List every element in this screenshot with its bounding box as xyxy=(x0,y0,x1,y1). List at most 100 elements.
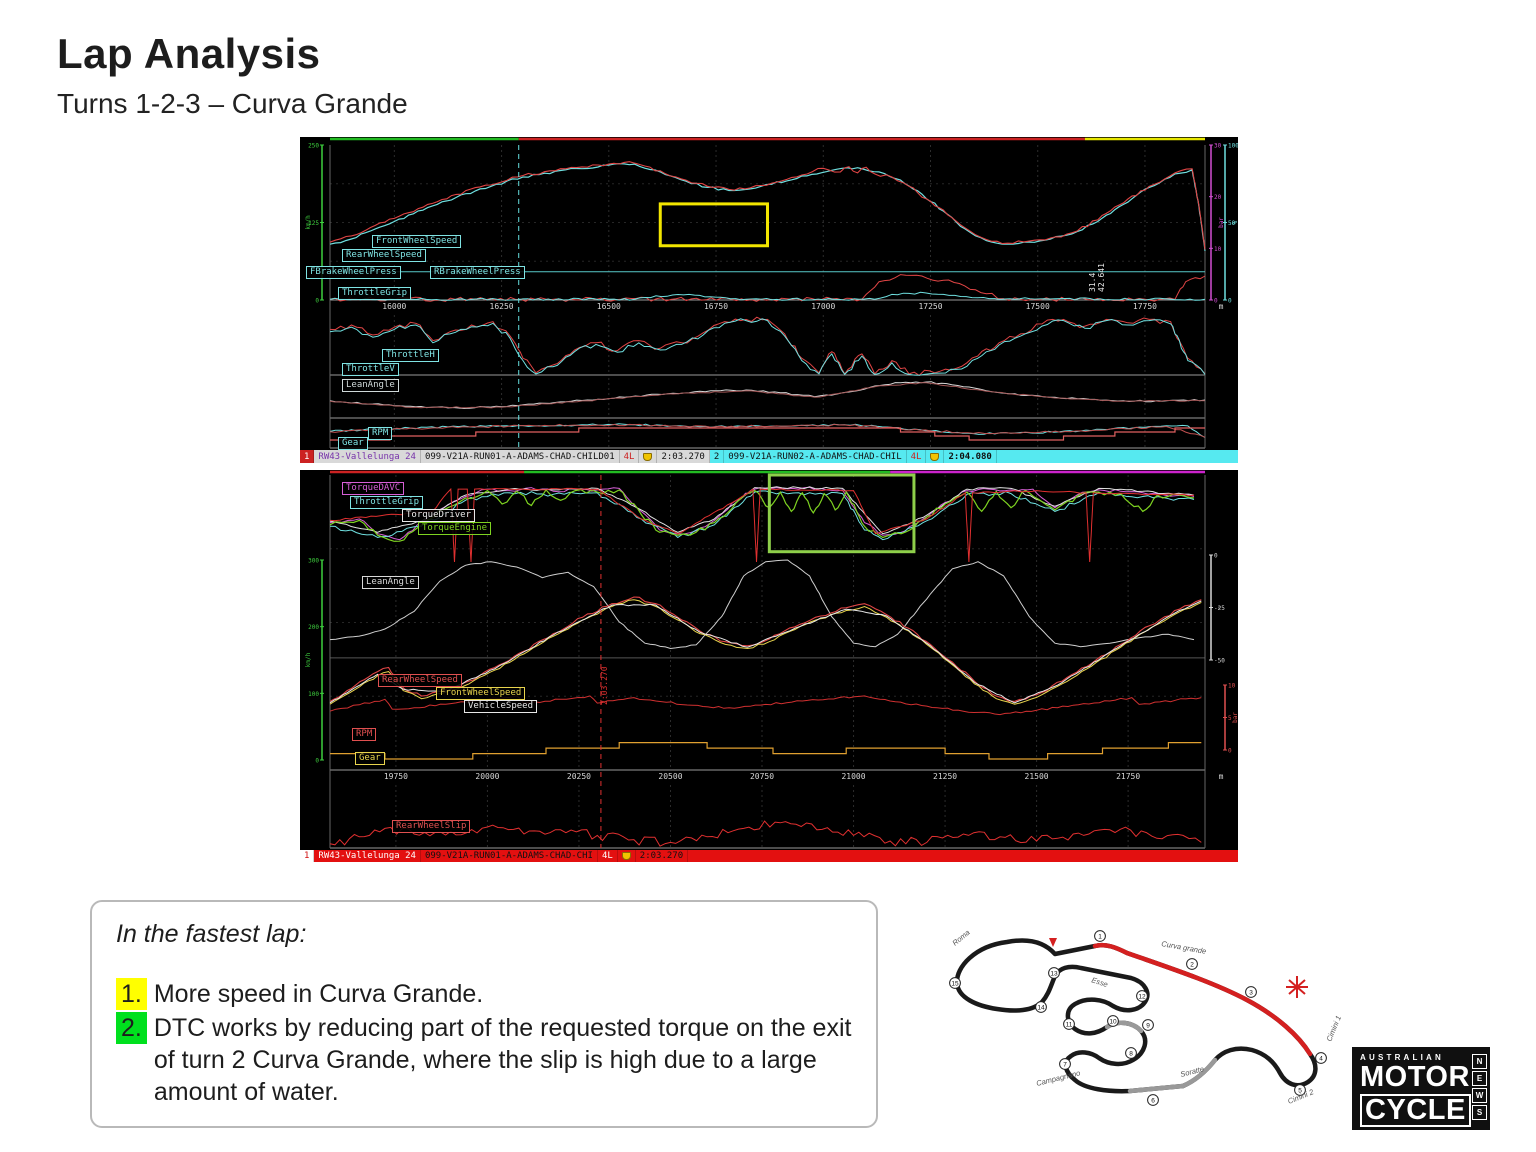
svg-text:m: m xyxy=(1219,302,1224,311)
turn-marker-2 xyxy=(1186,958,1198,970)
svg-text:0: 0 xyxy=(1214,553,1218,560)
track-highlight-turns-1-2-3 xyxy=(1092,942,1313,1057)
svg-text:300: 300 xyxy=(308,558,319,565)
channel-label-fbrakewheelpress: FBrakeWheelPress xyxy=(306,266,401,279)
channel-label-rearwheelspeed: RearWheelSpeed xyxy=(378,674,462,687)
svg-text:15: 15 xyxy=(951,980,959,987)
svg-text:17500: 17500 xyxy=(1026,302,1050,311)
channel-label-throttleh: ThrottleH xyxy=(382,349,439,362)
svg-text:100: 100 xyxy=(308,691,319,698)
start-finish-marker xyxy=(1049,938,1057,947)
status-cell: 099-V21A-RUN01-A-ADAMS-CHAD-CHILD01 xyxy=(421,450,620,463)
trophy-icon xyxy=(930,452,940,461)
svg-text:250: 250 xyxy=(308,143,319,150)
svg-text:16750: 16750 xyxy=(704,302,728,311)
panel-top-canvas: 16000 16250 16500 16750 17000 17250 17500 17750… xyxy=(300,137,1239,463)
svg-text:3: 3 xyxy=(1249,989,1253,996)
turn-marker-4 xyxy=(1315,1052,1327,1064)
svg-text:km/h: km/h xyxy=(305,215,312,230)
svg-text:-25: -25 xyxy=(1214,605,1225,612)
svg-text:-50: -50 xyxy=(1214,658,1225,665)
channel-label-torqueengine: TorqueEngine xyxy=(418,522,492,535)
notes-intro: In the fastest lap: xyxy=(116,920,307,948)
logo-word-motor: MOTOR xyxy=(1360,1061,1470,1093)
svg-text:17000: 17000 xyxy=(811,302,835,311)
channel-label-rearwheelspeed: RearWheelSpeed xyxy=(342,249,426,262)
turn-marker-13 xyxy=(1048,967,1060,979)
status-cell: 1 xyxy=(300,450,315,463)
channel-label-rpm: RPM xyxy=(352,728,377,741)
svg-text:19750: 19750 xyxy=(384,772,408,781)
svg-text:m: m xyxy=(1219,772,1224,781)
channel-label-rbrakewheelpress: RBrakeWheelPress xyxy=(430,266,525,279)
note-item-2: 2. DTC works by reducing part of the req… xyxy=(116,1012,852,1108)
status-cell: 2:04.080 xyxy=(944,450,997,463)
svg-text:20: 20 xyxy=(1214,194,1222,201)
turn-marker-3 xyxy=(1245,986,1257,998)
svg-text:9: 9 xyxy=(1146,1022,1150,1029)
track-gray-section-1 xyxy=(1127,1057,1218,1094)
svg-text:12: 12 xyxy=(1138,993,1146,1000)
turn-marker-9 xyxy=(1142,1019,1154,1031)
channel-label-throttlegrip: ThrottleGrip xyxy=(338,287,412,300)
svg-text:16250: 16250 xyxy=(490,302,514,311)
channel-label-throttlev: ThrottleV xyxy=(342,363,399,376)
note-text-1: More speed in Curva Grande. xyxy=(153,980,484,1008)
channel-label-frontwheelspeed: FrontWheelSpeed xyxy=(436,687,526,700)
status-cell xyxy=(639,450,658,463)
svg-text:°: ° xyxy=(1218,606,1225,610)
status-cell: 2:03.270 xyxy=(657,450,710,463)
svg-text:0: 0 xyxy=(1228,748,1232,755)
corner-name: Curva grande xyxy=(1161,939,1207,956)
channel-label-gear: Gear xyxy=(355,752,385,765)
svg-text:16500: 16500 xyxy=(597,302,621,311)
logo-news-letter: N xyxy=(1472,1054,1487,1069)
svg-text:2:03.270: 2:03.270 xyxy=(600,666,609,705)
highlight-box xyxy=(767,473,916,554)
channel-label-throttlegrip: ThrottleGrip xyxy=(350,496,424,509)
status-cell xyxy=(688,850,1238,862)
turn-marker-10 xyxy=(1107,1015,1119,1027)
svg-text:31.4: 31.4 xyxy=(1088,273,1097,292)
svg-text:20500: 20500 xyxy=(658,772,682,781)
svg-text:20750: 20750 xyxy=(750,772,774,781)
svg-text:0: 0 xyxy=(1228,298,1232,305)
turn-marker-15 xyxy=(949,977,961,989)
svg-text:17250: 17250 xyxy=(918,302,942,311)
svg-text:21250: 21250 xyxy=(933,772,957,781)
turn-marker-8 xyxy=(1125,1047,1137,1059)
telemetry-panel-top: 16000 16250 16500 16750 17000 17250 17500 17750… xyxy=(300,137,1239,463)
svg-text:21750: 21750 xyxy=(1116,772,1140,781)
status-cell: 099-V21A-RUN01-A-ADAMS-CHAD-CHI xyxy=(421,850,598,862)
channel-label-gear: Gear xyxy=(338,437,368,450)
note-number-1: 1. xyxy=(116,978,147,1010)
track-outline xyxy=(954,938,1318,1094)
svg-text:8: 8 xyxy=(1129,1050,1133,1057)
status-cell xyxy=(926,450,945,463)
svg-text:20250: 20250 xyxy=(567,772,591,781)
status-cell: 2:03.270 xyxy=(636,850,689,862)
channel-label-torquedavc: TorqueDAVC xyxy=(342,482,405,495)
corner-name: Esse xyxy=(1090,975,1109,989)
svg-text:100: 100 xyxy=(1228,143,1238,150)
notes-box: In the fastest lap: 1. More speed in Cur… xyxy=(90,900,878,1128)
channel-label-rpm: RPM xyxy=(368,427,393,440)
svg-text:17750: 17750 xyxy=(1133,302,1157,311)
turn-marker-1 xyxy=(1094,930,1106,942)
svg-text:7: 7 xyxy=(1063,1061,1067,1068)
svg-text:16000: 16000 xyxy=(382,302,406,311)
svg-text:5: 5 xyxy=(1298,1087,1302,1094)
svg-text:10: 10 xyxy=(1109,1018,1117,1025)
svg-text:10: 10 xyxy=(1214,246,1222,253)
svg-text:13: 13 xyxy=(1050,970,1058,977)
svg-text:bar: bar xyxy=(1218,217,1225,228)
status-cell: 2 xyxy=(709,450,725,463)
channel-label-rearwheelslip: RearWheelSlip xyxy=(392,820,471,833)
highlight-box xyxy=(658,202,770,248)
svg-text:2: 2 xyxy=(1190,961,1194,968)
svg-text:0: 0 xyxy=(1214,298,1218,305)
